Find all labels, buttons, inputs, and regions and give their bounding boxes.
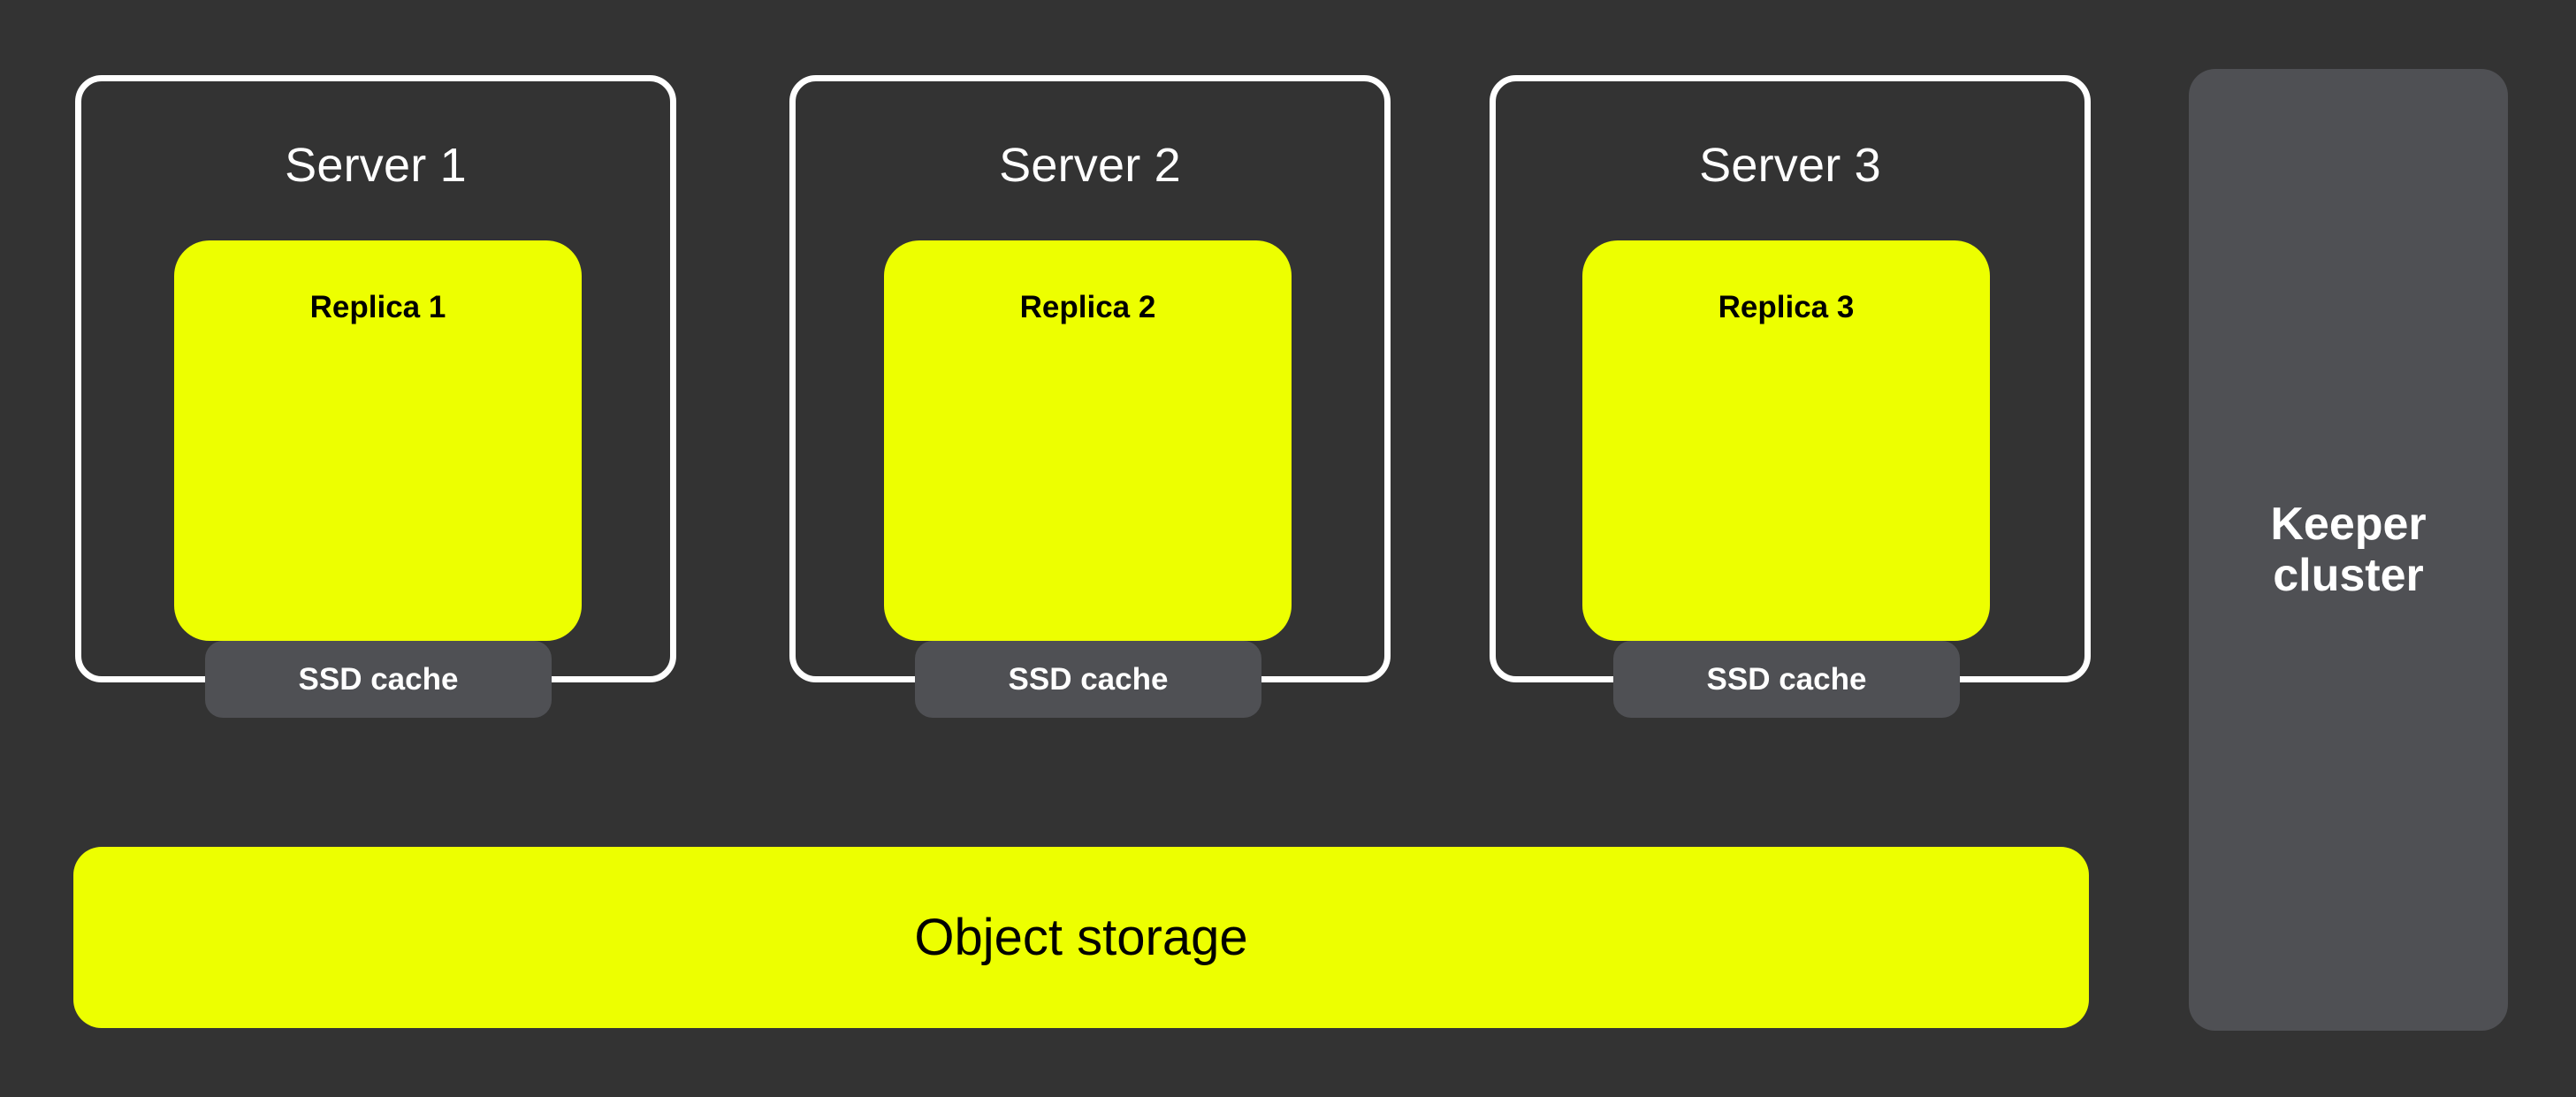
ssd-cache-chip-3: SSD cache	[1613, 641, 1960, 718]
keeper-cluster-label: Keeper cluster	[2254, 499, 2442, 601]
ssd-cache-chip-1: SSD cache	[205, 641, 552, 718]
replica-label-1: Replica 1	[309, 290, 446, 324]
ssd-cache-label-1: SSD cache	[298, 662, 459, 697]
ssd-cache-label-3: SSD cache	[1706, 662, 1867, 697]
server-title-2: Server 2	[999, 139, 1181, 192]
ssd-cache-chip-2: SSD cache	[915, 641, 1261, 718]
replica-label-3: Replica 3	[1718, 290, 1855, 324]
object-storage-label: Object storage	[914, 908, 1248, 966]
ssd-cache-label-2: SSD cache	[1008, 662, 1169, 697]
replica-box-1: Replica 1	[174, 240, 582, 641]
keeper-cluster-label-line-2: cluster	[2273, 550, 2424, 601]
replica-box-2: Replica 2	[884, 240, 1292, 641]
replica-label-2: Replica 2	[1019, 290, 1156, 324]
server-title-3: Server 3	[1699, 139, 1881, 192]
keeper-cluster-panel: Keeper cluster	[2189, 69, 2508, 1031]
replica-box-3: Replica 3	[1582, 240, 1990, 641]
object-storage-bar: Object storage	[73, 847, 2089, 1028]
keeper-cluster-label-line-1: Keeper	[2270, 498, 2427, 550]
server-title-1: Server 1	[285, 139, 467, 192]
